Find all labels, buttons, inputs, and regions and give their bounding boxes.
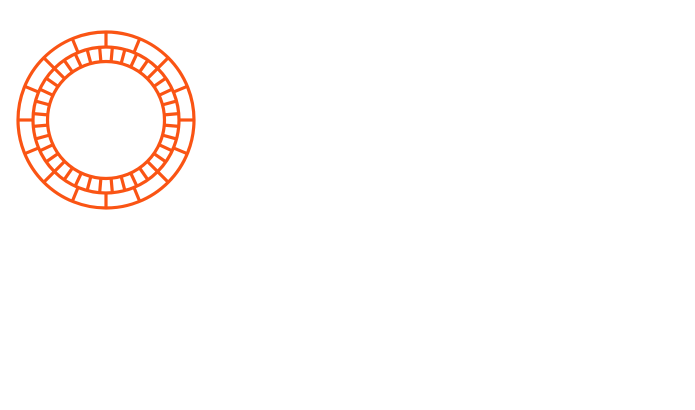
- inner-spoke: [129, 172, 139, 187]
- inner-spoke: [39, 87, 54, 97]
- inner-spoke: [153, 152, 167, 164]
- inner-spoke: [158, 87, 173, 97]
- inner-spoke: [85, 176, 93, 191]
- inner-spoke: [45, 152, 59, 164]
- outer-spoke: [172, 84, 188, 94]
- inner-spoke: [162, 99, 177, 107]
- outer-spoke: [156, 56, 170, 70]
- outer-spoke: [70, 38, 80, 54]
- inner-spoke: [129, 53, 139, 68]
- inner-spoke: [138, 59, 150, 73]
- inner-spoke: [153, 76, 167, 88]
- inner-spoke: [39, 143, 54, 153]
- outer-spoke: [132, 186, 142, 202]
- inner-ring: [45, 59, 167, 181]
- outer-spoke: [24, 84, 40, 94]
- inner-spoke: [33, 112, 48, 117]
- inner-spoke: [73, 53, 83, 68]
- outer-spoke: [42, 56, 56, 70]
- inner-spoke: [62, 59, 74, 73]
- inner-spoke: [45, 76, 59, 88]
- inner-spoke: [85, 49, 93, 64]
- outer-spoke: [70, 186, 80, 202]
- inner-spoke: [109, 47, 114, 62]
- inner-spoke: [98, 47, 103, 62]
- inner-spoke: [98, 178, 103, 193]
- inner-spoke: [35, 133, 50, 141]
- inner-spoke: [119, 49, 127, 64]
- inner-spoke: [53, 67, 66, 80]
- inner-spoke: [164, 123, 179, 128]
- inner-spoke: [62, 167, 74, 181]
- inner-spoke: [138, 167, 150, 181]
- inner-spoke: [146, 160, 159, 173]
- inner-spoke: [53, 160, 66, 173]
- inner-spoke: [73, 172, 83, 187]
- outer-spoke: [24, 146, 40, 156]
- inner-spoke: [109, 178, 114, 193]
- inner-spoke: [146, 67, 159, 80]
- inner-spoke: [164, 112, 179, 117]
- inner-spoke: [33, 123, 48, 128]
- inner-spoke: [158, 143, 173, 153]
- inner-spoke: [162, 133, 177, 141]
- outer-spoke: [172, 146, 188, 156]
- outer-spoke: [42, 170, 56, 184]
- outer-spoke: [156, 170, 170, 184]
- inner-spoke: [119, 176, 127, 191]
- outer-spoke: [132, 38, 142, 54]
- inner-spoke: [35, 99, 50, 107]
